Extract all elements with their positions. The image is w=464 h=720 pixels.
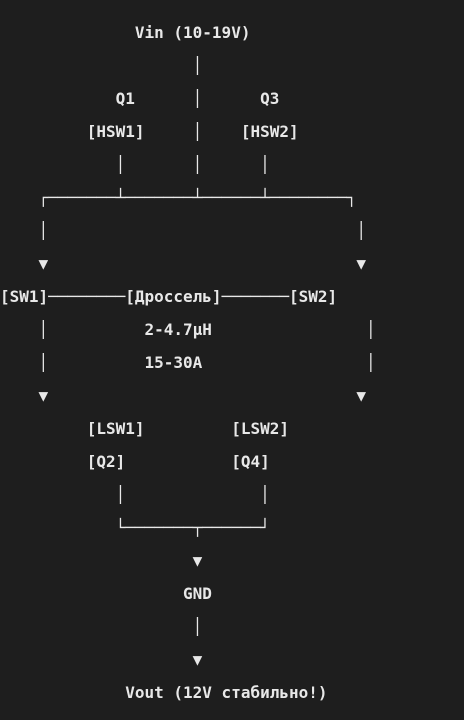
diagram-line-hsw: [HSW1] │ [HSW2] [0,122,299,141]
diagram-line-inductance: │ 2-4.7μH │ [0,320,376,339]
diagram-line-vin: Vin (10-19V) [0,23,251,42]
diagram-line-lsw-wires: │ │ [0,485,270,504]
diagram-line-gnd-wire: │ [0,617,203,636]
diagram-line-vout: Vout (12V стабильно!) [0,683,328,702]
diagram-line-q2-q4: [Q2] [Q4] [0,452,270,471]
diagram-line-arrow-vout: ▼ [0,650,203,669]
diagram-line-bus-drops: │ │ [0,221,367,240]
diagram-line-vin-wire: │ [0,56,203,75]
diagram-line-hsw-wires: │ │ │ [0,155,270,174]
diagram-line-switch-nodes: [SW1]────────[Дроссель]───────[SW2] [0,287,338,306]
diagram-line-arrows-2: ▼ ▼ [0,386,367,405]
diagram-line-top-bus: ┌───────┴───────┴──────┴────────┐ [0,188,357,207]
diagram-line-current: │ 15-30A │ [0,353,376,372]
diagram-line-arrows-1: ▼ ▼ [0,254,367,273]
diagram-line-bottom-bus: └───────┬──────┘ [0,518,270,537]
diagram-line-lsw: [LSW1] [LSW2] [0,419,289,438]
diagram-line-arrow-gnd: ▼ [0,551,203,570]
diagram-line-gnd: GND [0,584,212,603]
diagram-line-q1-q3: Q1 │ Q3 [0,89,280,108]
